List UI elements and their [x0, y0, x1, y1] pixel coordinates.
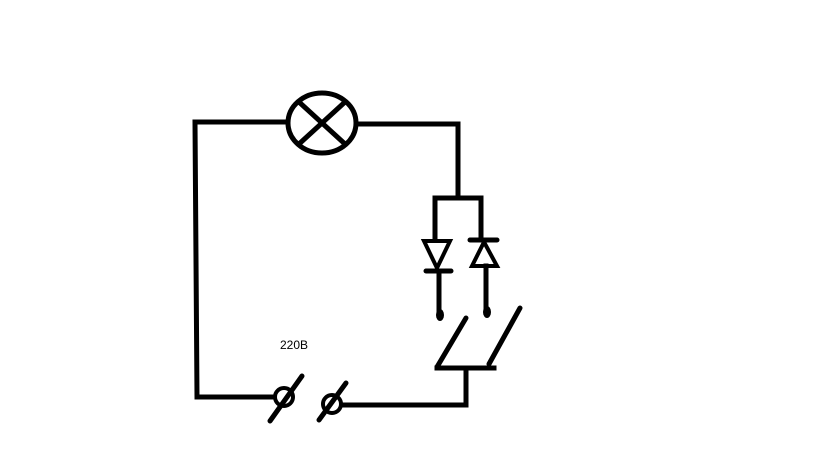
terminal-icon — [316, 380, 349, 423]
switch-icon — [434, 305, 523, 371]
lamp-icon — [285, 90, 359, 156]
supply-voltage-label: 220В — [280, 338, 308, 352]
diode-down-icon — [420, 239, 454, 321]
wire-bottom-right — [339, 365, 469, 408]
terminal-icon — [267, 373, 305, 424]
wire-left — [192, 119, 291, 400]
wire-top-right — [353, 121, 461, 201]
diode-up-icon — [467, 237, 501, 318]
